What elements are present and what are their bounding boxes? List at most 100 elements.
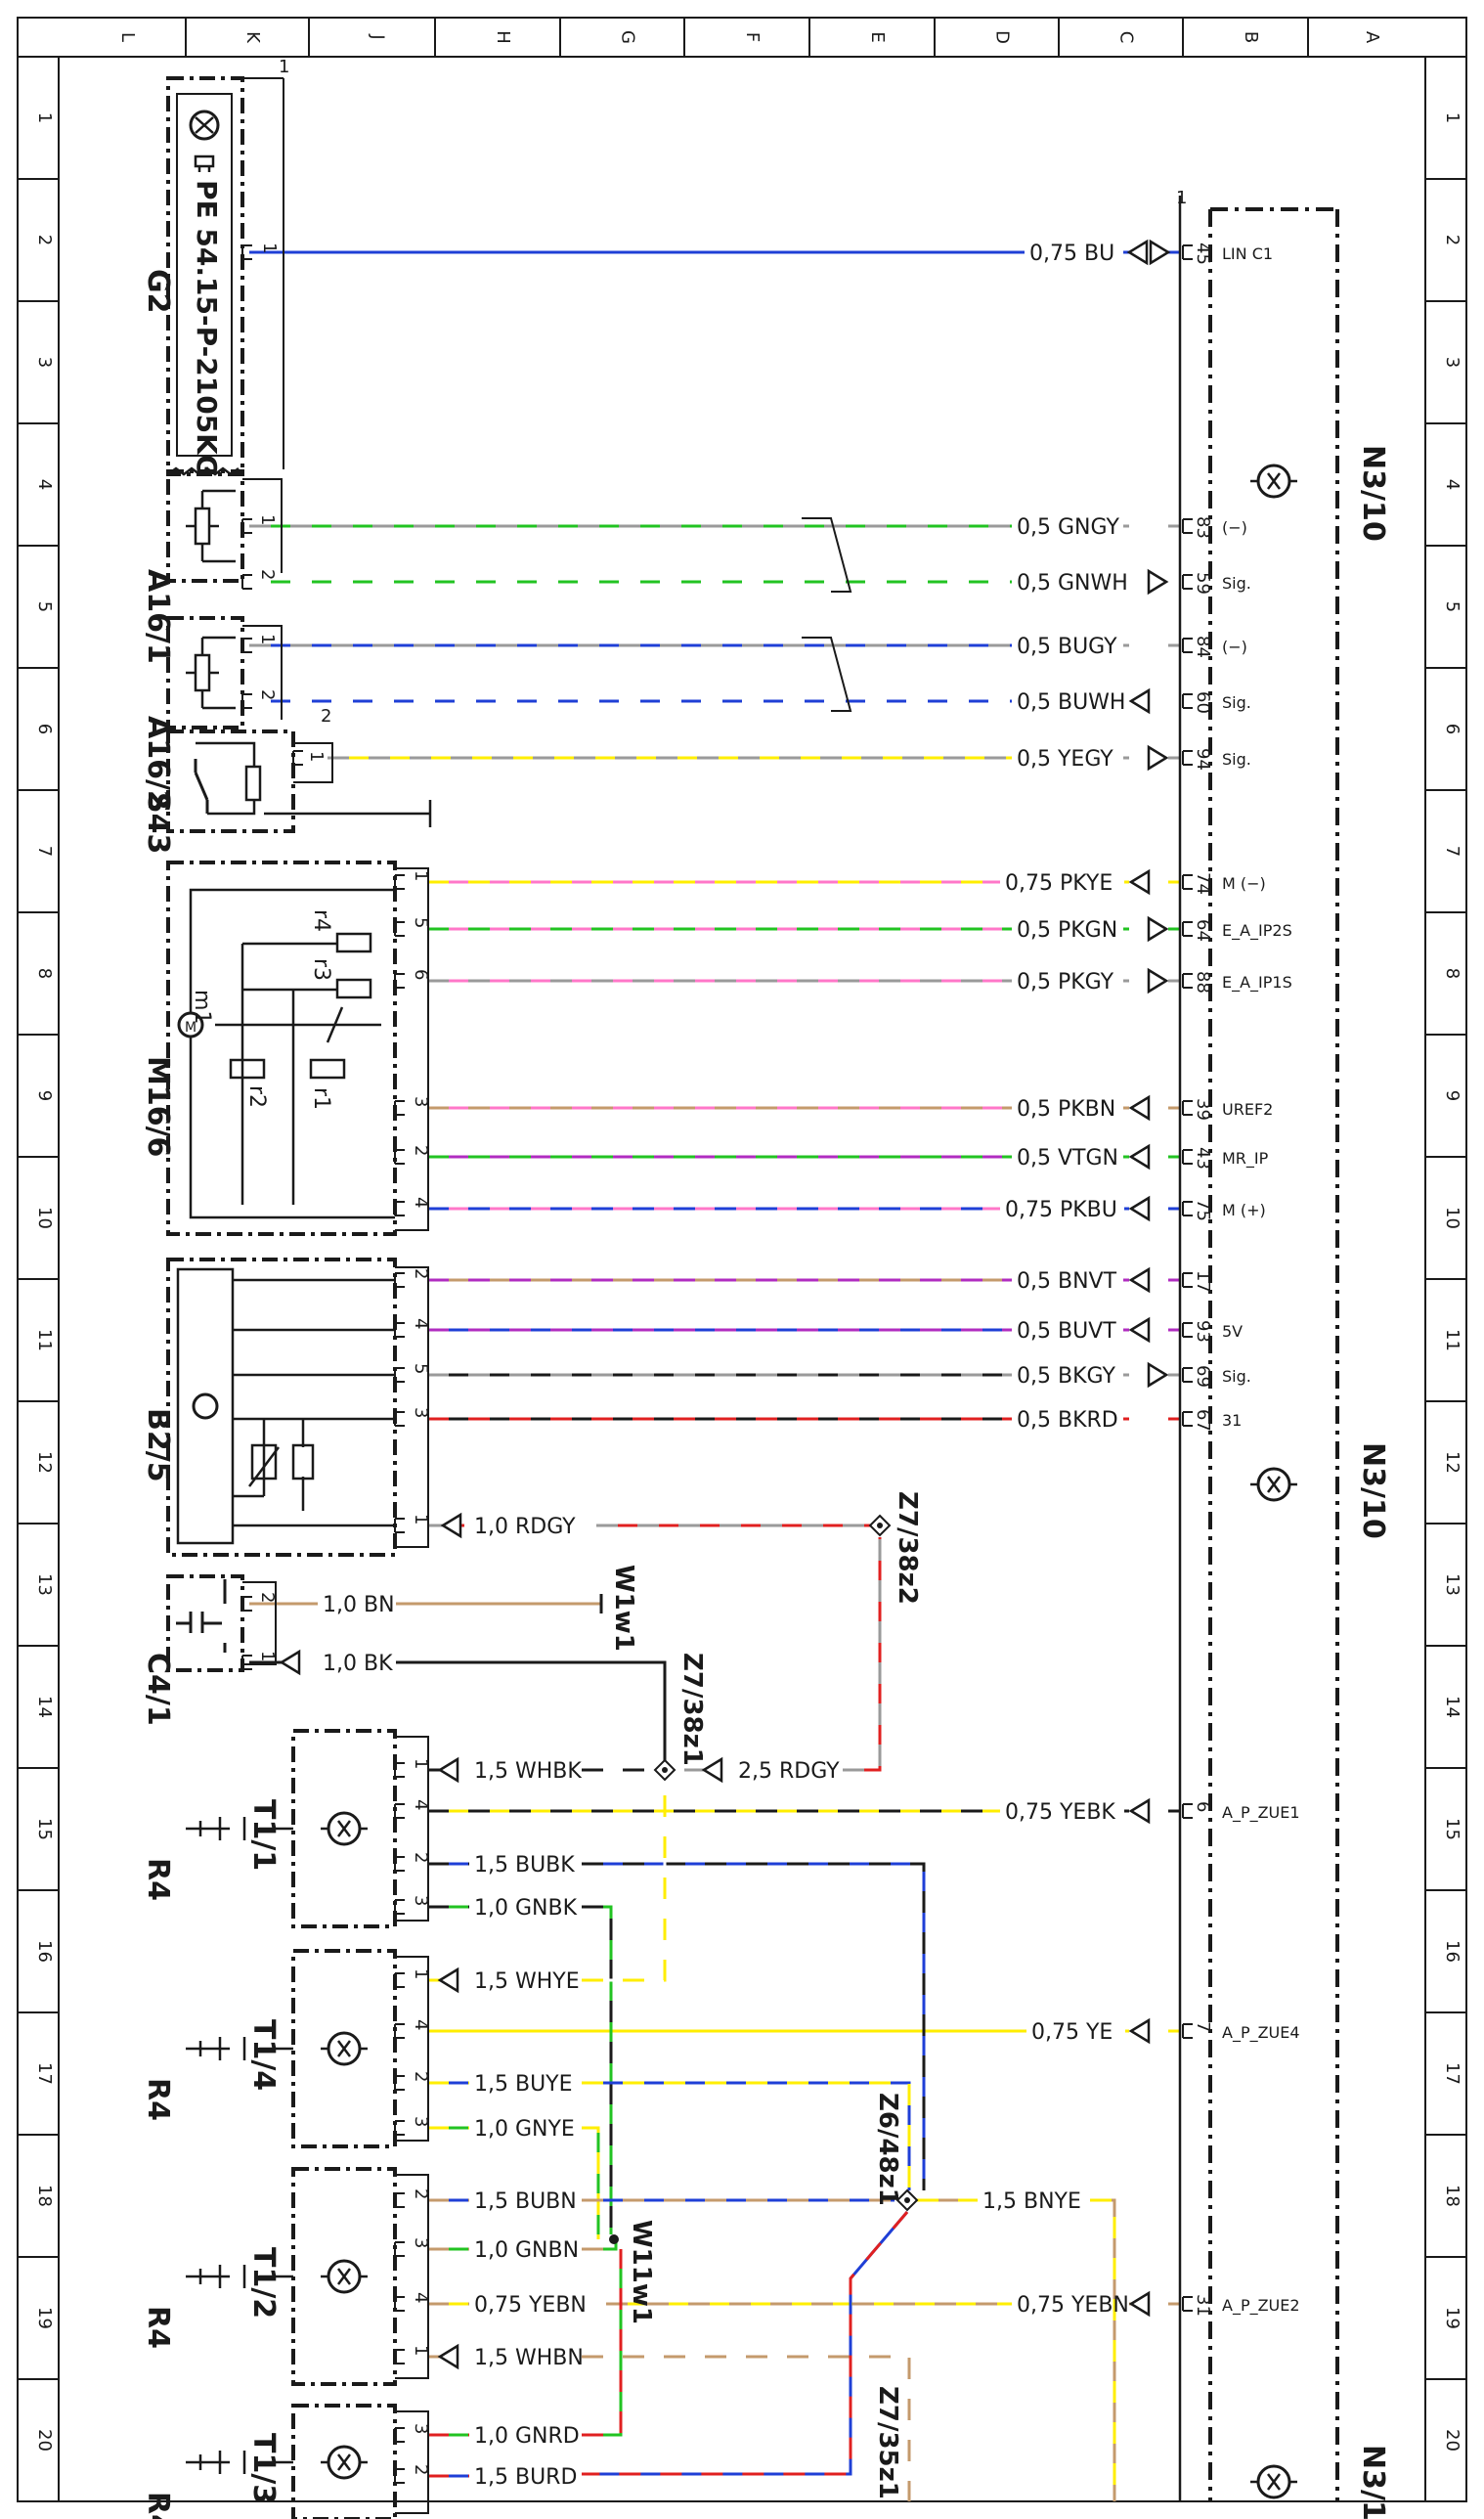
n3-pin-number: 59 xyxy=(1193,572,1213,595)
signal-arrow-left-icon xyxy=(437,1756,459,1784)
pin-terminal xyxy=(394,1367,405,1383)
r4-resistor xyxy=(335,932,372,953)
signal-arrow-left-icon xyxy=(437,2343,459,2370)
wire-z6-out xyxy=(1090,2198,1116,2501)
a16_2-label: A16/2 xyxy=(141,716,175,811)
m16-pin-number: 6 xyxy=(411,969,431,980)
t1_4-coil-icon-mark xyxy=(321,2040,368,2057)
wire-t14-1 xyxy=(582,1790,667,1982)
wire-code-label: 0,75 PKYE xyxy=(1005,871,1113,896)
signal-arrow-left-icon xyxy=(1128,1797,1151,1825)
a162-pin-number: 1 xyxy=(257,634,278,644)
wire-stripe xyxy=(582,2239,618,2251)
pin-terminal xyxy=(394,1899,405,1915)
ecu-icon-mark xyxy=(1250,472,1297,490)
signal-arrow-left-icon xyxy=(1128,1094,1151,1122)
pin-terminal xyxy=(394,921,405,937)
ecu-icon-mark xyxy=(1250,1476,1297,1493)
s43-corner-number: 2 xyxy=(321,706,331,727)
row-number: 20 xyxy=(1442,2429,1462,2452)
pin-terminal xyxy=(394,1856,405,1872)
row-number: 3 xyxy=(1442,357,1462,368)
n3-pin-terminal xyxy=(1182,1367,1193,1383)
wire-base xyxy=(582,1862,926,2190)
n3-pin-terminal xyxy=(1182,973,1193,989)
wire-code-label: 0,5 GNGY xyxy=(1017,515,1119,540)
row-number: 15 xyxy=(1442,1818,1462,1840)
m16-internal-wiring xyxy=(189,888,395,1219)
signal-arrow-right-icon xyxy=(1147,1361,1169,1389)
row-number: 9 xyxy=(34,1090,55,1101)
wire-t12-1 xyxy=(582,2355,911,2501)
row-number: 11 xyxy=(1442,1329,1462,1351)
n3-pin-number: 75 xyxy=(1193,1199,1213,1221)
n3-pin-label: E_A_IP2S xyxy=(1222,921,1292,941)
n3-pin-terminal xyxy=(1182,2296,1193,2312)
row-number: 7 xyxy=(34,846,55,857)
signal-arrow-left-icon xyxy=(701,1756,723,1784)
row-number: 8 xyxy=(34,968,55,979)
wire-base xyxy=(582,2081,911,2190)
wire-code-label: 0,75 YEBN xyxy=(1017,2293,1129,2318)
n3-pin-number: 67 xyxy=(1193,1409,1213,1432)
pin-terminal xyxy=(394,1762,405,1778)
row-number: 4 xyxy=(34,479,55,490)
row-number: 5 xyxy=(1442,601,1462,612)
t12-pin-number: 2 xyxy=(411,2188,431,2199)
n3-pin-number: 6 xyxy=(1193,1801,1213,1812)
pin-terminal xyxy=(394,973,405,989)
pin-terminal xyxy=(241,518,252,534)
a16_1-box xyxy=(166,469,244,583)
signal-arrow-right-icon xyxy=(1149,239,1171,266)
n3-pin-terminal xyxy=(1182,1322,1193,1338)
signal-arrow-left-icon xyxy=(1128,2017,1151,2045)
wire-code-label: 1,5 WHBK xyxy=(474,1759,582,1784)
b25-pin-number: 5 xyxy=(411,1363,431,1374)
t1_1-strip xyxy=(395,1736,429,1922)
splice-dot xyxy=(662,1767,668,1773)
spark-plug-icon xyxy=(186,2451,293,2474)
capacitor-icon xyxy=(176,1579,227,1653)
n3-pin-number: 31 xyxy=(1193,2294,1213,2317)
r4-label: R4 xyxy=(141,2492,175,2519)
splice-label: W11w1 xyxy=(627,2220,656,2324)
ground-splice-dot xyxy=(609,2234,619,2244)
outer-border xyxy=(17,17,1467,2502)
r2-label: r2 xyxy=(244,1085,269,1108)
b25-label: B2/5 xyxy=(141,1408,175,1482)
b25-resistor xyxy=(291,1443,315,1480)
spark-plug-icon xyxy=(186,1817,293,1840)
n3-label: N3/10 xyxy=(1356,1442,1390,1539)
t11-pin-number: 4 xyxy=(411,1799,431,1810)
n3-pin-label: MR_IP xyxy=(1222,1149,1269,1169)
r1-label: r1 xyxy=(309,1087,333,1110)
signal-arrow-left-icon xyxy=(1128,1195,1151,1222)
column-letter: E xyxy=(867,31,888,42)
a16_2-box xyxy=(166,616,244,729)
wire-stripe xyxy=(1090,2198,1116,2501)
n3-pin-label: UREF2 xyxy=(1222,1100,1273,1119)
wire-code-label: 0,5 BUWH xyxy=(1017,690,1125,715)
row-number: 6 xyxy=(34,724,55,734)
m16-strip xyxy=(395,867,429,1231)
n3-label: N3/10 xyxy=(1356,2445,1390,2519)
g2-ecu-icon xyxy=(189,110,220,141)
wire-z7-feed xyxy=(843,1537,882,1772)
a16_1-label: A16/1 xyxy=(141,569,175,664)
wire-code-label: 0,5 BKGY xyxy=(1017,1364,1115,1389)
signal-arrow-left-icon xyxy=(1128,1266,1151,1294)
pin-terminal xyxy=(241,244,252,260)
a16_2-leads xyxy=(186,636,236,710)
row-number: 10 xyxy=(34,1207,55,1229)
row-number: 2 xyxy=(1442,235,1462,245)
wire-code-label: 0,5 GNWH xyxy=(1017,571,1128,596)
row-number: 1 xyxy=(1442,112,1462,123)
n3-pin-terminal xyxy=(1182,244,1193,260)
t13-pin-number: 3 xyxy=(411,2423,431,2434)
wire-code-label: 0,75 BU xyxy=(1029,242,1114,266)
pin-terminal xyxy=(394,1149,405,1165)
wire-code-label: 1,5 BUBN xyxy=(474,2189,577,2214)
b25-internal-wiring xyxy=(233,1278,395,1527)
r4-label: r4 xyxy=(309,909,333,932)
